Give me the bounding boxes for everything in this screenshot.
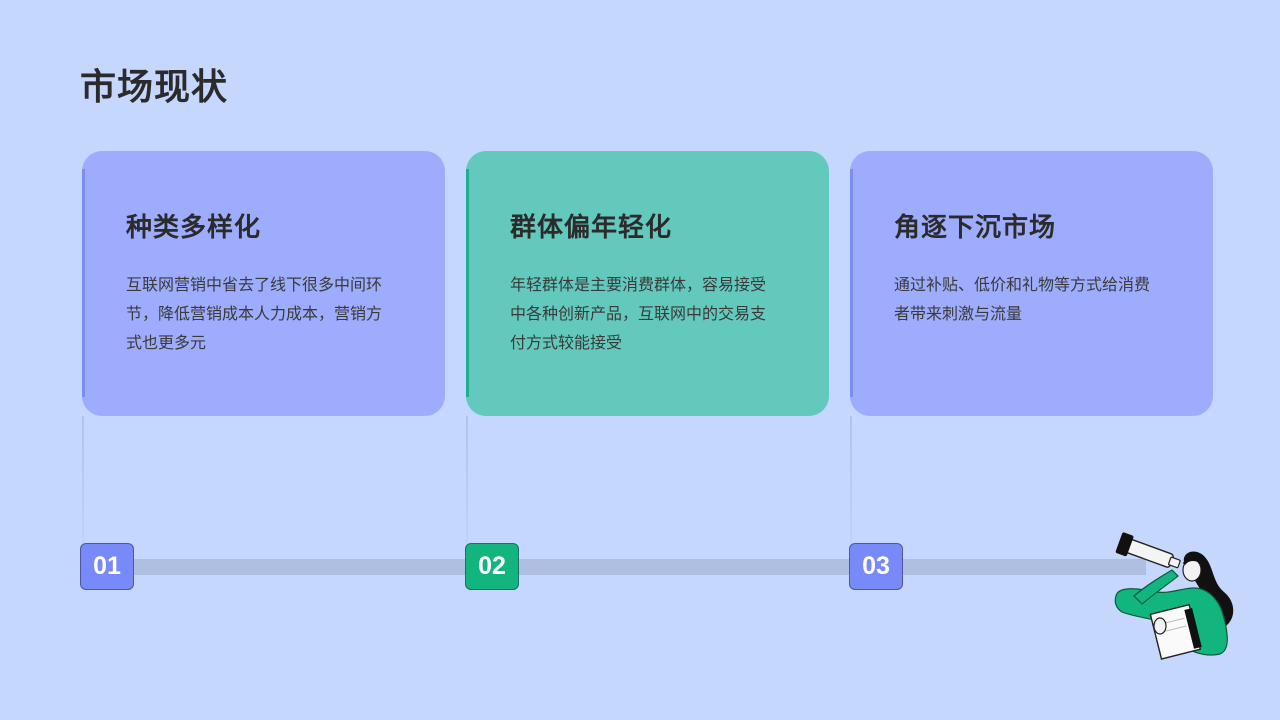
card-title: 群体偏年轻化 (510, 213, 673, 243)
step-badge-03: 03 (849, 543, 903, 590)
card-lower-tier-market: 角逐下沉市场 通过补贴、低价和礼物等方式给消费者带来刺激与流量 (850, 151, 1213, 416)
card-title: 种类多样化 (126, 213, 262, 243)
card-title: 角逐下沉市场 (894, 213, 1057, 243)
card-accent-bar (82, 169, 85, 397)
card-text: 互联网营销中省去了线下很多中间环节，降低营销成本人力成本，营销方式也更多元 (126, 275, 383, 352)
page-title: 市场现状 (80, 67, 229, 108)
card-text: 通过补贴、低价和礼物等方式给消费者带来刺激与流量 (894, 275, 1151, 323)
timeline-stem (850, 416, 852, 544)
card-young-group: 群体偏年轻化 年轻群体是主要消费群体，容易接受中各种创新产品，互联网中的交易支付… (466, 151, 829, 416)
card-variety: 种类多样化 互联网营销中省去了线下很多中间环节，降低营销成本人力成本，营销方式也… (82, 151, 445, 416)
timeline-stem (466, 416, 468, 544)
step-badge-02: 02 (465, 543, 519, 590)
timeline-stem (82, 416, 84, 544)
timeline-track (106, 559, 1146, 575)
card-accent-bar (466, 169, 469, 397)
step-badge-01: 01 (80, 543, 134, 590)
woman-with-telescope-illustration (1108, 526, 1244, 660)
card-accent-bar (850, 169, 853, 397)
card-text: 年轻群体是主要消费群体，容易接受中各种创新产品，互联网中的交易支付方式较能接受 (510, 275, 767, 352)
